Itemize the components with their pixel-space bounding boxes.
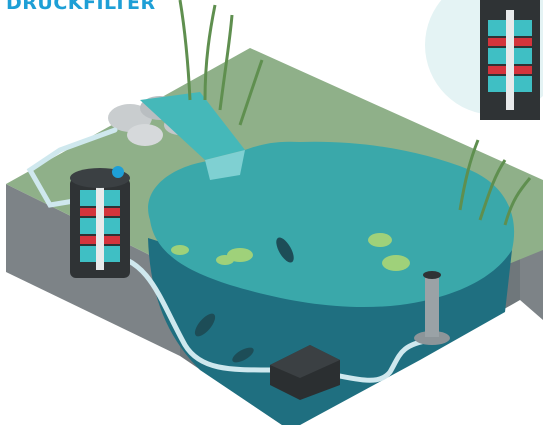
pressure-filter-icon — [70, 166, 130, 278]
filter-detail-inset-icon — [425, 0, 543, 120]
